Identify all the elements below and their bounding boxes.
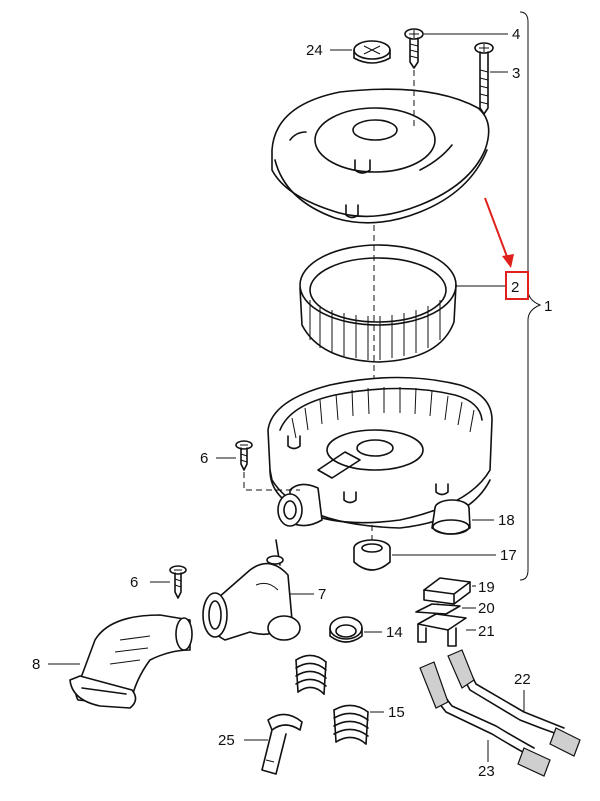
callout-14: 14 [386,624,403,641]
mount-19 [423,577,471,613]
callout-15: 15 [388,704,405,721]
highlight-arrowhead [502,254,514,268]
callout-17: 17 [500,547,517,564]
highlight-annotation [484,197,529,300]
callout-7: 7 [318,586,326,603]
screw-4 [404,28,424,128]
callout-labels: 24 4 3 2 1 6 18 17 6 7 19 20 21 14 8 22 … [32,26,552,780]
spring-hose [295,654,327,695]
callout-3: 3 [512,65,520,82]
callout-19: 19 [478,579,495,596]
rubber-plug-24 [353,40,391,64]
callout-20: 20 [478,600,495,617]
callout-2: 2 [511,279,519,296]
callout-21: 21 [478,623,495,640]
assembly-bracket [519,11,542,581]
vacuum-line-23 [419,661,551,777]
air-cleaner-cover [271,88,490,224]
grommet-17 [353,525,391,571]
hose-clamp-14 [329,616,363,643]
callout-4: 4 [512,26,520,43]
spring-15 [333,704,369,745]
screw-6-upper [235,440,300,491]
t-connector-7 [202,539,301,641]
callout-6-upper: 6 [200,450,208,467]
highlight-box [505,271,529,300]
vacuum-line-22 [447,649,581,757]
callout-18: 18 [498,512,515,529]
callout-24: 24 [306,42,323,59]
sleeve-18 [431,499,471,535]
highlight-arrow [484,197,510,263]
bracket-21 [417,613,467,647]
air-cleaner-housing [267,376,493,529]
callout-25: 25 [218,732,235,749]
bolt-3 [474,42,494,115]
callout-8: 8 [32,656,40,673]
leader-lines [48,33,525,762]
callout-23: 23 [478,763,495,780]
bracket-25 [261,713,303,775]
callout-6-lower: 6 [130,574,138,591]
intake-duct-8 [69,614,193,709]
screw-6-lower [169,565,187,599]
air-filter-element [299,244,457,363]
callout-22: 22 [514,671,531,688]
callout-1: 1 [544,298,552,315]
washer-20 [415,603,461,615]
